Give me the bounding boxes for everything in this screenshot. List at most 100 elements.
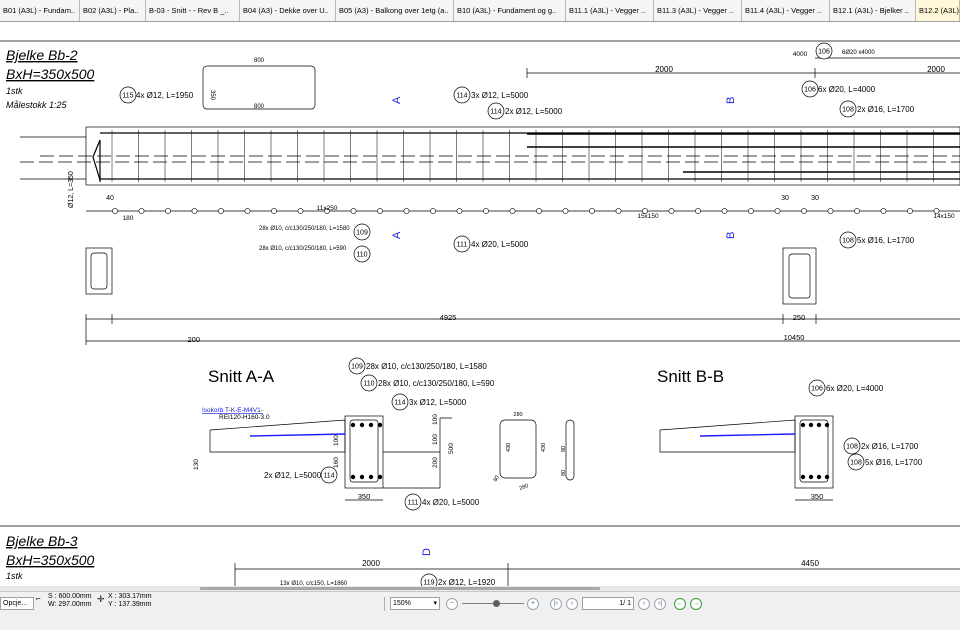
- callout-circle: [353, 245, 371, 263]
- tab-5[interactable]: B05 (A3) - Balkong over 1etg (a..: [336, 0, 454, 21]
- back-icon[interactable]: ←: [674, 598, 686, 610]
- callout-text: 3x Ø12, L=5000: [409, 398, 467, 407]
- callout-number: 106: [818, 49, 830, 56]
- callout-circle: [453, 86, 471, 104]
- spacing-marker: [403, 208, 410, 214]
- drawing-label: 6Ø20 x4000: [842, 50, 875, 56]
- callout-text: 3x Ø12, L=5000: [471, 91, 529, 100]
- drawing-label: 350: [811, 492, 824, 501]
- tab-11[interactable]: B12.2 (A3L) ..: [916, 0, 960, 21]
- beam-title: Bjelke Bb-3: [6, 533, 78, 549]
- drawing-label: 430: [541, 443, 547, 452]
- page-number: 1: [619, 600, 624, 607]
- first-page-icon[interactable]: |‹: [550, 598, 562, 610]
- callout-text: 4x Ø12, L=1950: [136, 91, 194, 100]
- tab-1[interactable]: B01 (A3L) - Fundam..: [0, 0, 80, 21]
- callout-circle: [815, 42, 833, 60]
- scrollbar-thumb[interactable]: [200, 587, 600, 590]
- prev-page-icon[interactable]: ‹: [566, 598, 578, 610]
- zoom-out-icon[interactable]: −: [446, 598, 458, 610]
- drawing-label: 80: [561, 470, 567, 476]
- drawing-label: 2000: [362, 559, 380, 568]
- rebar-dot: [359, 474, 365, 480]
- forward-icon[interactable]: →: [690, 598, 702, 610]
- spacing-marker: [112, 208, 118, 214]
- callout-number: 106: [804, 87, 816, 94]
- drawing-label: 200: [432, 457, 439, 468]
- spacing-marker: [191, 208, 198, 214]
- zoom-slider-thumb[interactable]: [493, 600, 501, 607]
- callout-circle: [391, 393, 409, 411]
- spacing-marker: [827, 208, 834, 214]
- callout-circle: [487, 102, 505, 120]
- callout-text: 6x Ø20, L=4000: [826, 384, 884, 393]
- coord-x: X : 303.17mm: [108, 593, 152, 600]
- rebar-dot: [350, 422, 356, 428]
- callout-number: 108: [842, 238, 854, 245]
- zoom-value: 150%: [393, 600, 411, 607]
- document-tabbar: B01 (A3L) - Fundam..B02 (A3L) - Pla..B-0…: [0, 0, 960, 22]
- last-page-icon[interactable]: ›|: [654, 598, 666, 610]
- callout-number: 114: [490, 109, 501, 116]
- rebar-dot: [368, 474, 374, 480]
- callout-number: 110: [356, 252, 367, 259]
- callout-number: 111: [408, 500, 419, 507]
- spacing-marker: [695, 208, 701, 214]
- tab-7[interactable]: B11.1 (A3L) - Vegger ..: [566, 0, 654, 21]
- tab-9[interactable]: B11.4 (A3L) - Vegger ..: [742, 0, 830, 21]
- callout-text: 6x Ø20, L=4000: [818, 85, 876, 94]
- callout-text: 2x Ø12, L=5000: [264, 471, 322, 480]
- tab-3[interactable]: B-03 - Snitt - - Rev B _..: [146, 0, 240, 21]
- callout-circle: [843, 437, 861, 455]
- drawing-label: 80: [561, 446, 567, 452]
- drawing-label: 100: [333, 435, 340, 446]
- callout-text: 28x Ø10, c/c130/250/180, L=1580: [259, 226, 350, 232]
- callout-text: 5x Ø16, L=1700: [857, 236, 915, 245]
- rebar-dot: [824, 474, 830, 480]
- callout-text: 13x Ø10, c/c150, L=1860: [280, 581, 348, 587]
- spacing-marker: [350, 208, 357, 214]
- spacing-marker: [721, 208, 728, 214]
- spacing-marker: [774, 208, 781, 214]
- tab-10[interactable]: B12.1 (A3L) - Bjelker ..: [830, 0, 916, 21]
- callout-circle: [353, 223, 371, 241]
- tab-4[interactable]: B04 (A3) - Dekke over U..: [240, 0, 336, 21]
- callout-text: 2x Ø16, L=1700: [861, 442, 919, 451]
- zoom-dropdown[interactable]: 150%▾: [390, 597, 440, 610]
- tab-6[interactable]: B10 (A3L) - Fundament og g..: [454, 0, 566, 21]
- rebar-dot: [368, 422, 374, 428]
- drawing-label: 130: [193, 459, 200, 470]
- spacing-marker: [377, 208, 383, 214]
- zoom-in-icon[interactable]: +: [527, 598, 539, 610]
- zoom-slider[interactable]: [462, 603, 524, 604]
- callout-text: 2x Ø12, L=5000: [505, 107, 563, 116]
- drawing-label: REI120-H160-3.0: [219, 414, 270, 421]
- tab-8[interactable]: B11.3 (A3L) - Vegger ..: [654, 0, 742, 21]
- callout-circle: [453, 235, 471, 253]
- drawing-label: 14x150: [933, 213, 955, 220]
- callout-number: 110: [363, 381, 374, 388]
- section-title: Snitt A-A: [208, 367, 275, 386]
- tab-2[interactable]: B02 (A3L) - Pla..: [80, 0, 146, 21]
- callout-circle: [404, 493, 422, 511]
- spacing-marker: [854, 208, 860, 214]
- next-page-icon[interactable]: ›: [638, 598, 650, 610]
- callout-circle: [847, 453, 865, 471]
- rebar-dot: [816, 422, 822, 428]
- spacing-marker: [509, 208, 516, 214]
- scale-label: Målestokk 1:25: [6, 100, 68, 110]
- callout-circle: [420, 573, 438, 587]
- page-input[interactable]: 1/ 1: [582, 597, 634, 610]
- beam-size: BxH=350x500: [6, 552, 95, 568]
- page-size-icon: ⌐: [36, 594, 41, 603]
- drawing-label: 500: [448, 443, 455, 454]
- spacing-marker: [642, 208, 648, 214]
- view-options-dropdown[interactable]: Opcje...: [0, 597, 34, 610]
- callout-text: 28x Ø10, c/c130/250/180, L=590: [378, 379, 495, 388]
- dim-2000-left: 2000: [655, 65, 673, 74]
- section-title: Snitt B-B: [657, 367, 724, 386]
- spacing-marker: [297, 208, 304, 214]
- horizontal-scrollbar[interactable]: [0, 586, 960, 591]
- rebar-dot: [350, 474, 356, 480]
